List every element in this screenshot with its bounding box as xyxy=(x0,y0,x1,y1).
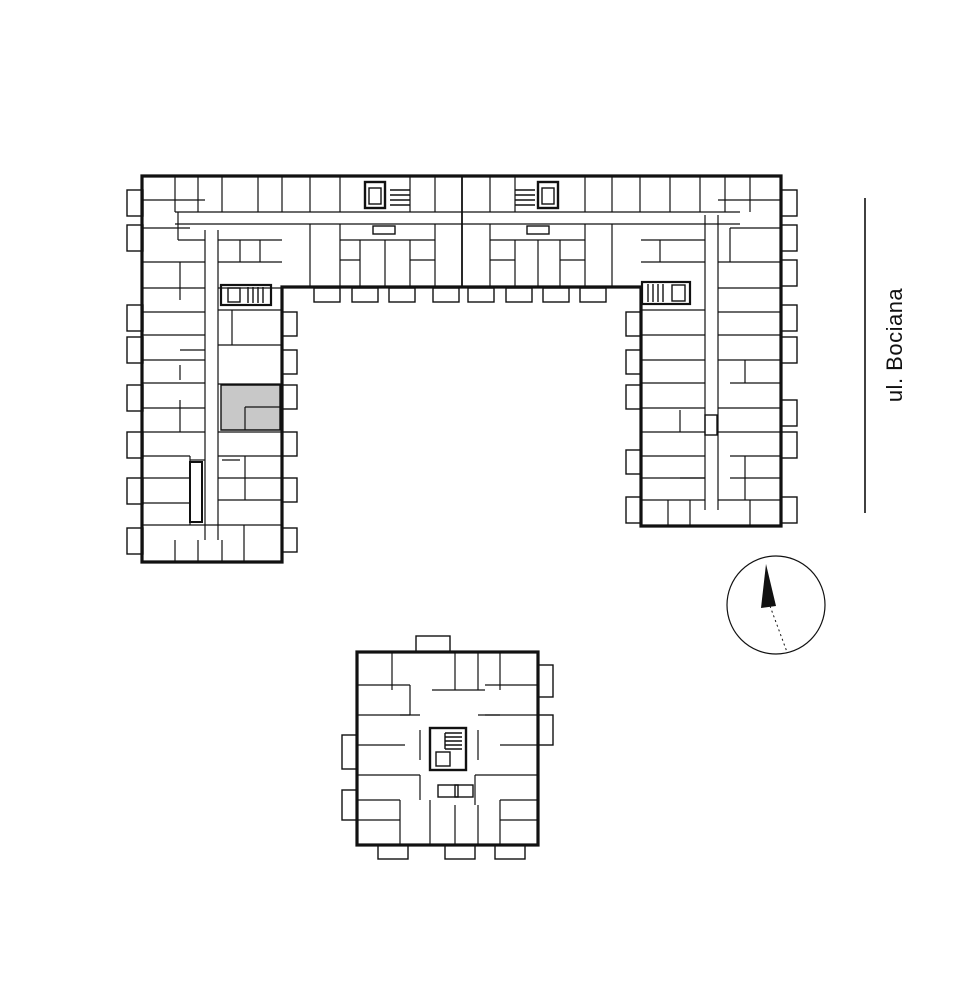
u-shaped-building xyxy=(126,174,798,564)
west-inner-rooms xyxy=(218,239,282,501)
north-courtyard-balconies xyxy=(313,287,607,303)
tower-rooms xyxy=(357,652,538,845)
west-stair-core xyxy=(189,283,273,523)
square-tower xyxy=(341,635,554,860)
west-inner-balconies xyxy=(281,311,298,553)
east-wing-rooms xyxy=(641,199,781,526)
compass-circle xyxy=(726,555,826,655)
east-stair-core xyxy=(640,280,718,436)
tower-outer-wall xyxy=(355,650,540,847)
east-inner-balconies xyxy=(625,311,642,524)
west-wing-rooms xyxy=(142,176,282,562)
north-arrow-icon xyxy=(761,564,776,608)
compass-dotted-line xyxy=(769,605,788,653)
north-stair-cores xyxy=(363,180,560,235)
north-wing-rooms xyxy=(281,176,751,287)
west-corridor xyxy=(204,230,219,540)
east-corridor xyxy=(704,215,719,510)
north-corridor xyxy=(175,211,740,225)
tower-balconies xyxy=(341,635,554,860)
tower-stair-core xyxy=(428,726,474,798)
east-balconies xyxy=(780,189,798,524)
compass xyxy=(726,555,826,655)
street-label: ul. Bociana xyxy=(882,287,907,403)
